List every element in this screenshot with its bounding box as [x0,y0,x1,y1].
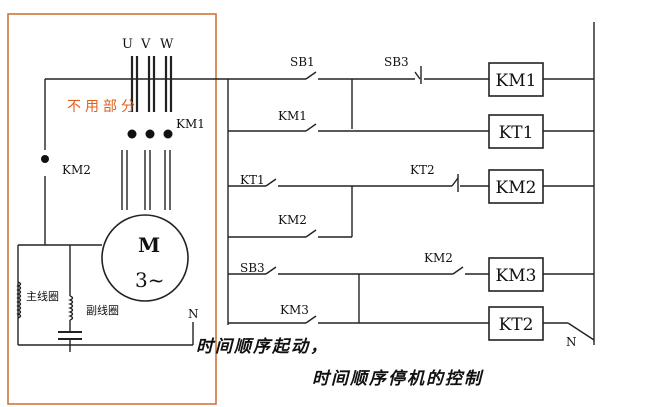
caption-line-1: 时间顺序起动， [196,337,329,357]
rung-6 [228,315,595,341]
motor-label: M [138,233,160,257]
phase-conductors [130,56,173,112]
kt1-label: KT1 [240,173,265,187]
motor-phase-label: 3~ [135,268,164,292]
sb3-top-label: SB3 [384,55,409,69]
coil-kt2-label: KT2 [499,315,534,335]
km2-a-label: KM2 [278,213,307,227]
phase-w-label: W [160,37,174,52]
coil-kt2: KT2 [488,306,544,341]
phase-v-label: V [140,37,151,52]
neutral-right-label: N [566,335,577,349]
rung-5 [228,266,594,323]
km1-aux-label: KM1 [278,109,307,123]
coil-km3-label: KM3 [496,266,537,286]
kt2-label: KT2 [410,163,435,177]
km3-contact-label: KM3 [280,303,309,317]
rung-2 [228,123,594,132]
coil-km3: KM3 [488,257,544,292]
rung-4 [228,229,352,238]
rung-1 [228,66,594,129]
km1-main-contacts [121,129,173,210]
km2-b-label: KM2 [424,251,453,265]
main-winding-label: 主线圈 [26,289,59,303]
neutral-left-label: N [188,307,199,321]
sb1-label: SB1 [290,55,315,69]
phase-u-label: U [122,37,133,52]
caption-line-2: 时间顺序停机的控制 [312,369,484,389]
rung-3 [228,174,594,237]
km2-left-contact [41,155,49,163]
coil-kt1: KT1 [488,114,544,149]
coil-km1: KM1 [488,62,544,97]
coil-km2: KM2 [488,169,544,204]
motor-symbol [101,214,189,302]
aux-winding-label: 副线圈 [86,303,119,317]
motor-windings [16,244,194,352]
sb3-b-label: SB3 [240,261,265,275]
coil-kt1-label: KT1 [499,123,534,143]
coil-km2-label: KM2 [496,178,537,198]
km2-left-label: KM2 [62,163,91,177]
coil-km1-label: KM1 [496,71,537,91]
unused-section-note: 不用部分 [67,99,139,115]
unused-section-frame [7,13,217,405]
km1-main-label: KM1 [176,117,205,131]
